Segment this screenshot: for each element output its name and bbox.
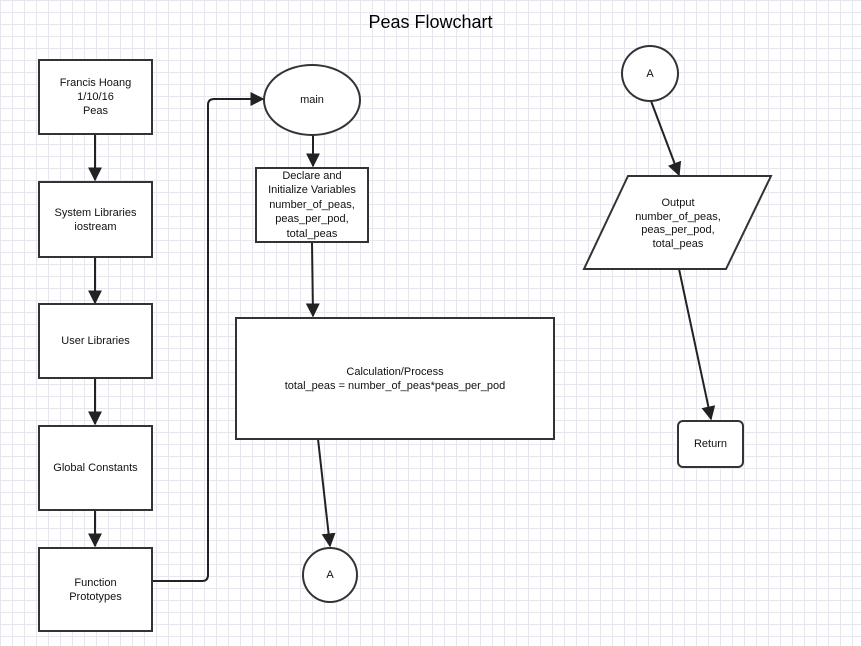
system-libraries-item: iostream — [74, 220, 117, 233]
output-line-2: number_of_peas, — [635, 210, 721, 223]
connector-a-in: A — [621, 45, 679, 102]
header-program: Peas — [82, 105, 109, 117]
header-box: Francis Hoang 1/10/16 Peas — [38, 59, 153, 135]
function-prototypes-label-line1: Function — [74, 576, 117, 589]
arrow-output-to-return — [678, 268, 716, 421]
arrow-connector-a-to-output — [650, 100, 682, 177]
connector-a-out-label: A — [326, 569, 334, 581]
output-label: Output — [661, 197, 695, 209]
global-constants-label: Global Constants — [53, 462, 138, 474]
declare-line-4: peas_per_pod, — [275, 213, 349, 226]
output-line-4: total_peas — [652, 237, 704, 250]
global-constants-box: Global Constants — [38, 425, 153, 511]
connector-a-out: A — [302, 547, 358, 603]
header-author: Francis Hoang — [59, 77, 132, 89]
page-title: Peas Flowchart — [368, 12, 493, 32]
main-label: main — [300, 94, 324, 106]
user-libraries-label: User Libraries — [61, 335, 130, 347]
system-libraries-label: System Libraries — [54, 206, 137, 219]
main-terminal: main — [263, 64, 361, 136]
declare-line-5: total_peas — [286, 227, 338, 240]
declare-line-2: Initialize Variables — [268, 184, 356, 197]
system-libraries-box: System Libraries iostream — [38, 181, 153, 258]
calculation-label: Calculation/Process — [346, 366, 444, 378]
calculation-process-box: Calculation/Process total_peas = number_… — [235, 317, 555, 440]
declare-variables-box: Declare and Initialize Variables number_… — [255, 167, 369, 243]
output-line-3: peas_per_pod, — [641, 224, 715, 236]
arrow-calculation-to-connector-a — [317, 438, 336, 548]
declare-line-1: Declare and — [282, 169, 342, 182]
function-prototypes-label-line2: Prototypes — [69, 590, 122, 603]
calculation-formula: total_peas = number_of_peas*peas_per_pod — [284, 380, 506, 392]
return-terminal: Return — [677, 420, 744, 468]
declare-line-3: number_of_peas, — [269, 198, 355, 211]
user-libraries-box: User Libraries — [38, 303, 153, 379]
arrow-function-prototypes-to-main — [152, 92, 265, 582]
header-date: 1/10/16 — [77, 91, 114, 103]
return-label: Return — [693, 438, 728, 450]
function-prototypes-box: Function Prototypes — [38, 547, 153, 632]
arrow-declare-to-calculation — [305, 241, 320, 318]
connector-a-in-label: A — [646, 67, 654, 80]
output-box: Output number_of_peas, peas_per_pod, tot… — [600, 196, 756, 252]
output-parallelogram-shape — [582, 175, 773, 270]
